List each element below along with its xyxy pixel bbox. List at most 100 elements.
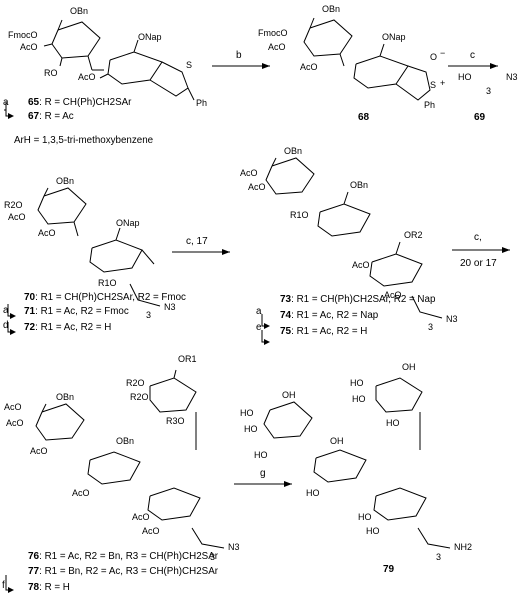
atom-n3: N3 bbox=[506, 72, 518, 82]
atom-ho: HO bbox=[306, 488, 320, 498]
atom-s: S bbox=[430, 80, 436, 90]
step-g: g bbox=[260, 468, 266, 479]
compound-79-label: 79 bbox=[383, 564, 395, 575]
legend-71: 71: R1 = Ac, R2 = Fmoc bbox=[24, 306, 129, 317]
legend-72: 72: R1 = Ac, R2 = H bbox=[24, 322, 112, 333]
sugar-ring-73c bbox=[369, 241, 443, 319]
atom-three: 3 bbox=[436, 552, 441, 562]
atom-or1: OR1 bbox=[178, 354, 197, 364]
atom-three: 3 bbox=[486, 86, 491, 96]
sugar-ring-79a bbox=[263, 401, 313, 439]
atom-oh: OH bbox=[402, 362, 416, 372]
sugar-ring-79d bbox=[373, 487, 451, 549]
atom-obn: OBn bbox=[70, 6, 88, 16]
atom-ho: HO bbox=[254, 450, 268, 460]
sugar-ring-65a bbox=[43, 19, 101, 71]
atom-aco: AcO bbox=[142, 526, 160, 536]
legend-73: 73: R1 = CH(Ph)CH2SAr, R2 = Nap bbox=[280, 294, 436, 305]
sugar-ring-73a bbox=[265, 157, 315, 195]
atom-three: 3 bbox=[428, 322, 433, 332]
atom-aco: AcO bbox=[268, 42, 286, 52]
atom-nh2: NH2 bbox=[454, 542, 472, 552]
atom-ph: Ph bbox=[424, 100, 435, 110]
atom-aco: AcO bbox=[8, 212, 26, 222]
atom-aco: AcO bbox=[30, 446, 48, 456]
atom-obn: OBn bbox=[56, 392, 74, 402]
atom-ho: HO bbox=[386, 418, 400, 428]
atom-r1o: R1O bbox=[98, 278, 117, 288]
step-b: b bbox=[236, 50, 242, 61]
legend-70: 70: R1 = CH(Ph)CH2SAr, R2 = Fmoc bbox=[24, 292, 186, 303]
sugar-ring-76b bbox=[87, 451, 141, 485]
atom-onap: ONap bbox=[382, 32, 406, 42]
atom-ho: HO bbox=[366, 526, 380, 536]
legend-65-a: a bbox=[3, 97, 9, 108]
atom-aco: AcO bbox=[300, 62, 318, 72]
atom-aco: AcO bbox=[384, 290, 402, 300]
atom-aco: AcO bbox=[6, 418, 24, 428]
sugar-ring-68b bbox=[353, 43, 431, 101]
legend-75: 75: R1 = Ac, R2 = H bbox=[280, 326, 368, 337]
atom-ho: HO bbox=[458, 72, 472, 82]
atom-fmoco: FmocO bbox=[8, 30, 38, 40]
atom-ho: HO bbox=[244, 424, 258, 434]
atom-n3: N3 bbox=[164, 302, 176, 312]
atom-s: S bbox=[186, 60, 192, 70]
legend-76: 76: R1 = Ac, R2 = Bn, R3 = CH(Ph)CH2SAr bbox=[28, 551, 218, 562]
sugar-ring-76a bbox=[35, 403, 85, 441]
atom-onap: ONap bbox=[116, 218, 140, 228]
atom-aco: AcO bbox=[4, 402, 22, 412]
atom-o: O bbox=[430, 52, 437, 62]
atom-n3: N3 bbox=[228, 542, 240, 552]
atom-ho: HO bbox=[358, 512, 372, 522]
legend-70-d: d bbox=[3, 320, 9, 331]
legend-65: 65: R = CH(Ph)CH2SAr bbox=[28, 97, 132, 108]
atom-aco: AcO bbox=[38, 228, 56, 238]
atom-r2o: R2O bbox=[130, 392, 149, 402]
sugar-ring-79c bbox=[375, 377, 423, 413]
atom-r1o: R1O bbox=[290, 210, 309, 220]
atom-aco: AcO bbox=[240, 168, 258, 178]
legend-77: 77: R1 = Bn, R2 = Ac, R3 = CH(Ph)CH2SAr bbox=[28, 566, 218, 577]
sugar-ring-70a bbox=[37, 187, 87, 237]
sugar-ring-70b bbox=[89, 227, 161, 307]
sugar-ring-79b bbox=[313, 449, 367, 483]
step-c1: c bbox=[470, 50, 475, 61]
compound-69-label: 69 bbox=[474, 112, 486, 123]
atom-aco: AcO bbox=[20, 42, 38, 52]
sugar-ring-73b bbox=[317, 191, 371, 237]
atom-obn: OBn bbox=[284, 146, 302, 156]
legend-73-a: a bbox=[256, 306, 262, 317]
atom-three: 3 bbox=[146, 310, 151, 320]
atom-three: 3 bbox=[210, 552, 215, 562]
atom-r2o: R2O bbox=[126, 378, 145, 388]
sugar-ring-65b bbox=[99, 39, 195, 101]
atom-obn: OBn bbox=[350, 180, 368, 190]
atom-aco: AcO bbox=[72, 488, 90, 498]
legend-74: 74: R1 = Ac, R2 = Nap bbox=[280, 310, 379, 321]
atom-aco: AcO bbox=[132, 512, 150, 522]
atom-ho: HO bbox=[352, 394, 366, 404]
compound-68-label: 68 bbox=[358, 112, 370, 123]
legend-78: 78: R = H bbox=[28, 582, 70, 593]
atom-plus: + bbox=[440, 78, 445, 88]
step-c2: c, 17 bbox=[186, 236, 208, 247]
atom-r2o: R2O bbox=[4, 200, 23, 210]
atom-ho: HO bbox=[240, 408, 254, 418]
legend-67: 67: R = Ac bbox=[28, 111, 74, 122]
atom-n3: N3 bbox=[446, 314, 458, 324]
atom-minus: − bbox=[440, 48, 445, 58]
atom-ho: HO bbox=[350, 378, 364, 388]
legend-73-e: e bbox=[256, 322, 262, 333]
atom-obn: OBn bbox=[116, 436, 134, 446]
atom-obn: OBn bbox=[56, 176, 74, 186]
sugar-ring-76d bbox=[147, 487, 225, 549]
atom-ro: RO bbox=[44, 68, 58, 78]
sugar-ring-76c bbox=[149, 369, 197, 413]
atom-oh: OH bbox=[282, 390, 296, 400]
atom-aco: AcO bbox=[78, 72, 96, 82]
atom-r3o: R3O bbox=[166, 416, 185, 426]
atom-aco: AcO bbox=[352, 260, 370, 270]
step-c3: c, bbox=[474, 232, 482, 243]
